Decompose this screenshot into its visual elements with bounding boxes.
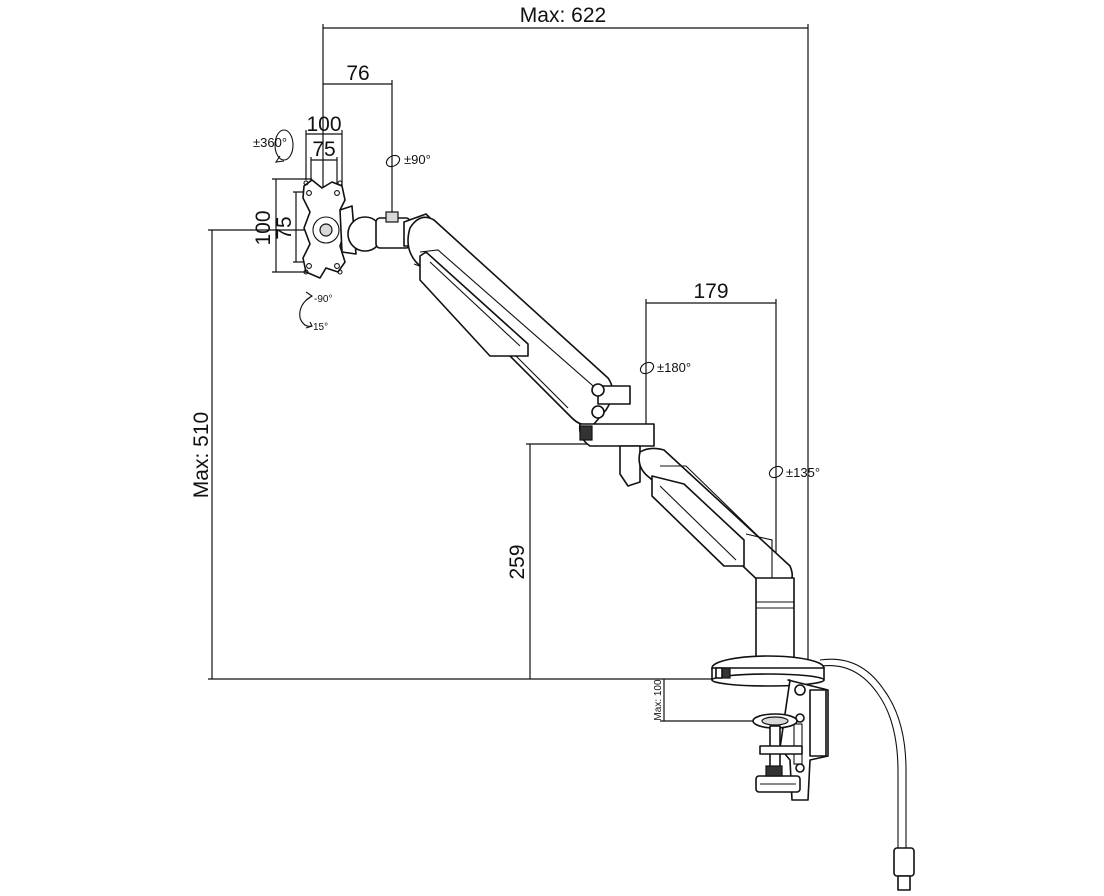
vesa-75-horizontal-label: 75 (312, 138, 335, 161)
tilt-down-label: -90° (314, 294, 332, 305)
desk-clamp (752, 679, 829, 801)
vesa-100-vertical-label: 100 (252, 210, 275, 245)
offset-76-label: 76 (346, 62, 369, 85)
offset-179-label: 179 (693, 280, 728, 303)
swivel-90-label: ±90° (404, 152, 431, 167)
swivel-180-icon (639, 361, 655, 375)
swivel-90-icon (385, 154, 401, 168)
pole-base (711, 577, 825, 687)
clamp-max-label: Max: 100 (653, 679, 664, 721)
upper-arm (407, 216, 631, 426)
tilt-up-label: 15° (313, 322, 328, 333)
vesa-75-vertical-label: 75 (273, 216, 296, 239)
height-259-label: 259 (506, 544, 529, 579)
dimension-lines (208, 24, 809, 722)
vesa-plate (302, 179, 347, 279)
tilt-360-label: ±360° (253, 135, 287, 150)
tilt-arrow-icon (299, 295, 313, 327)
max-width-label: Max: 622 (520, 4, 606, 27)
lower-arm (578, 423, 794, 589)
rotation-labels: ±360° ±90° -90° 15° ±180° ±135° (253, 135, 820, 480)
swivel-180-label: ±180° (657, 360, 691, 375)
swivel-135-icon (768, 465, 784, 479)
swivel-135-label: ±135° (786, 465, 820, 480)
usb-cable (819, 658, 915, 891)
rotation-symbols (274, 129, 784, 479)
vesa-100-horizontal-label: 100 (306, 113, 341, 136)
max-height-label: Max: 510 (190, 412, 213, 498)
rotate-360-icon (274, 129, 294, 161)
dimension-labels: Max: 622 76 100 75 100 75 179 Max: 510 2… (190, 4, 729, 721)
